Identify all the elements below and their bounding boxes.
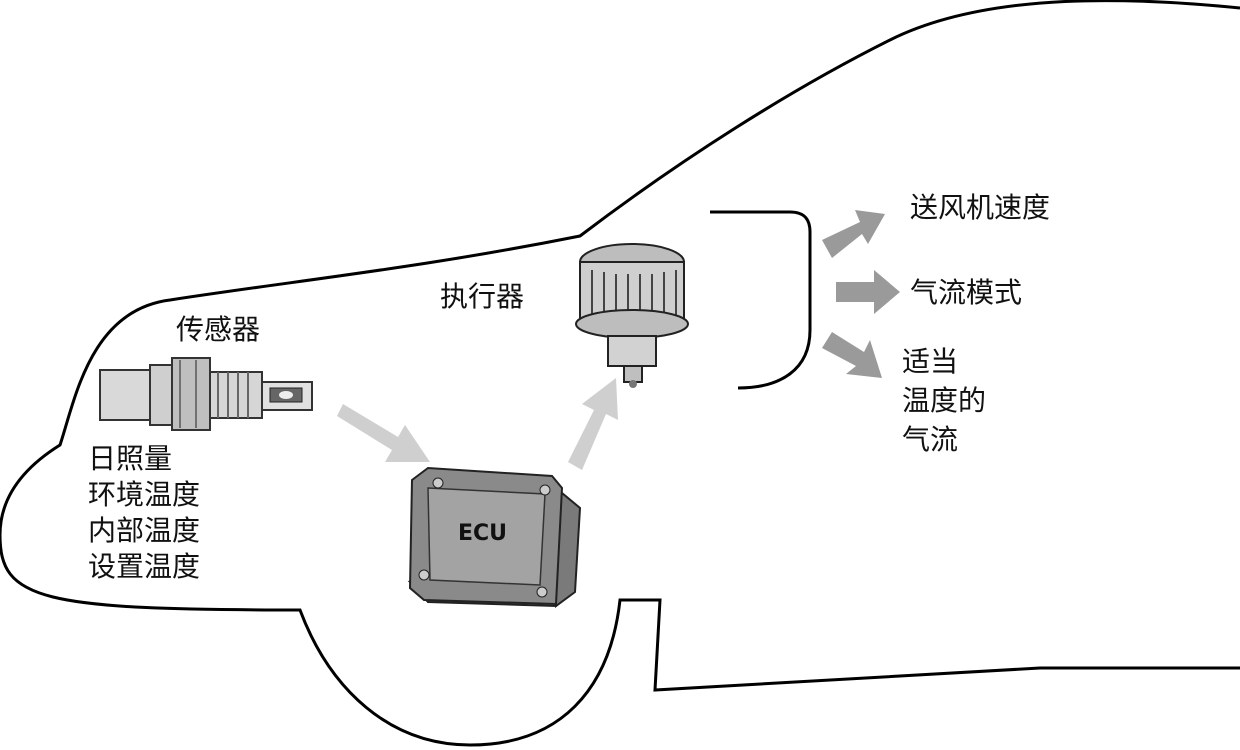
actuator-icon bbox=[575, 243, 689, 388]
ecu-label: ECU bbox=[458, 521, 507, 546]
sensor-input-set-temp: 设置温度 bbox=[88, 550, 201, 583]
output-airflow-mode: 气流模式 bbox=[910, 276, 1023, 309]
sensor-icon bbox=[99, 357, 313, 431]
arrow-proper-temp bbox=[822, 332, 882, 378]
sensor-input-ambient-temp: 环境温度 bbox=[88, 478, 201, 511]
arrow-sensor-to-ecu bbox=[337, 404, 430, 462]
arrow-airflow-mode bbox=[836, 270, 900, 314]
output-proper-temp-line2: 温度的 bbox=[902, 384, 987, 417]
output-proper-temp-line3: 气流 bbox=[902, 423, 959, 456]
sensor-input-interior-temp: 内部温度 bbox=[88, 514, 201, 547]
output-proper-temp-line1: 适当 bbox=[902, 345, 959, 378]
sensor-input-sunlight: 日照量 bbox=[88, 442, 173, 475]
arrow-blower-speed bbox=[822, 210, 885, 258]
ecu-module: ECU bbox=[407, 466, 582, 608]
actuator-title: 执行器 bbox=[440, 280, 525, 313]
output-blower-speed: 送风机速度 bbox=[910, 191, 1051, 224]
arrow-ecu-to-actuator bbox=[568, 378, 618, 470]
sensor-title: 传感器 bbox=[176, 313, 261, 346]
vent-bracket bbox=[710, 210, 812, 390]
